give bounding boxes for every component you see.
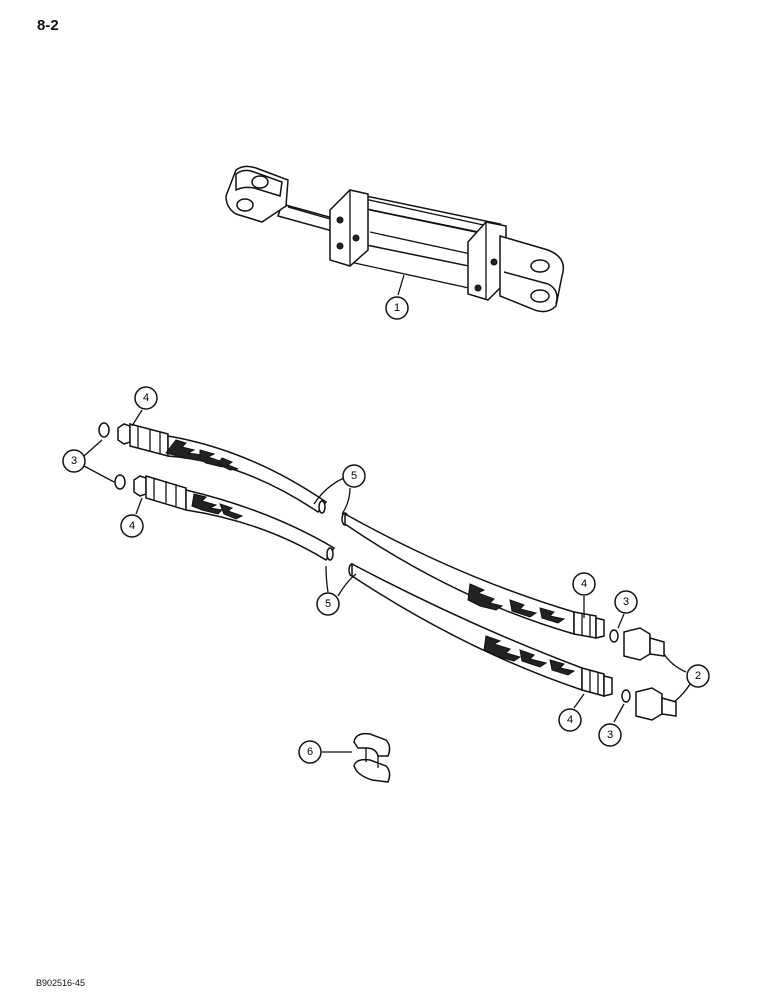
callout-5-upper: 5 <box>342 464 366 488</box>
callout-5-lower: 5 <box>316 592 340 616</box>
callout-label: 4 <box>567 714 573 726</box>
callout-label: 3 <box>71 455 77 467</box>
callout-label: 4 <box>143 392 149 404</box>
document-code: B902516-45 <box>36 978 86 988</box>
hose-clamp <box>353 732 391 783</box>
hose-lower-right <box>348 562 677 721</box>
callout-3-left: 3 <box>62 449 86 473</box>
callout-4-upper-left: 4 <box>134 386 158 410</box>
callout-4-upper-right: 4 <box>572 572 596 596</box>
callout-2: 2 <box>686 664 710 688</box>
hydraulic-cylinder <box>225 165 565 313</box>
callout-label: 1 <box>394 302 400 314</box>
callout-1: 1 <box>385 296 409 320</box>
callout-3-lower-right: 3 <box>598 723 622 747</box>
hose-lower-left <box>114 474 336 562</box>
callout-4-lower-left: 4 <box>120 514 144 538</box>
callout-6: 6 <box>298 740 322 764</box>
callout-label: 5 <box>325 598 331 610</box>
callout-label: 4 <box>129 520 135 532</box>
page-number: 8-2 <box>37 17 59 34</box>
callout-label: 6 <box>307 746 313 758</box>
hose-upper-right <box>341 512 665 661</box>
hose-upper-left <box>98 422 328 514</box>
leader-lines <box>83 274 691 753</box>
callout-label: 5 <box>351 470 357 482</box>
callout-label: 3 <box>607 729 613 741</box>
callout-label: 4 <box>581 578 587 590</box>
callout-3-upper-right: 3 <box>614 590 638 614</box>
callout-label: 2 <box>695 670 701 682</box>
callout-label: 3 <box>623 596 629 608</box>
callout-4-lower-right: 4 <box>558 708 582 732</box>
